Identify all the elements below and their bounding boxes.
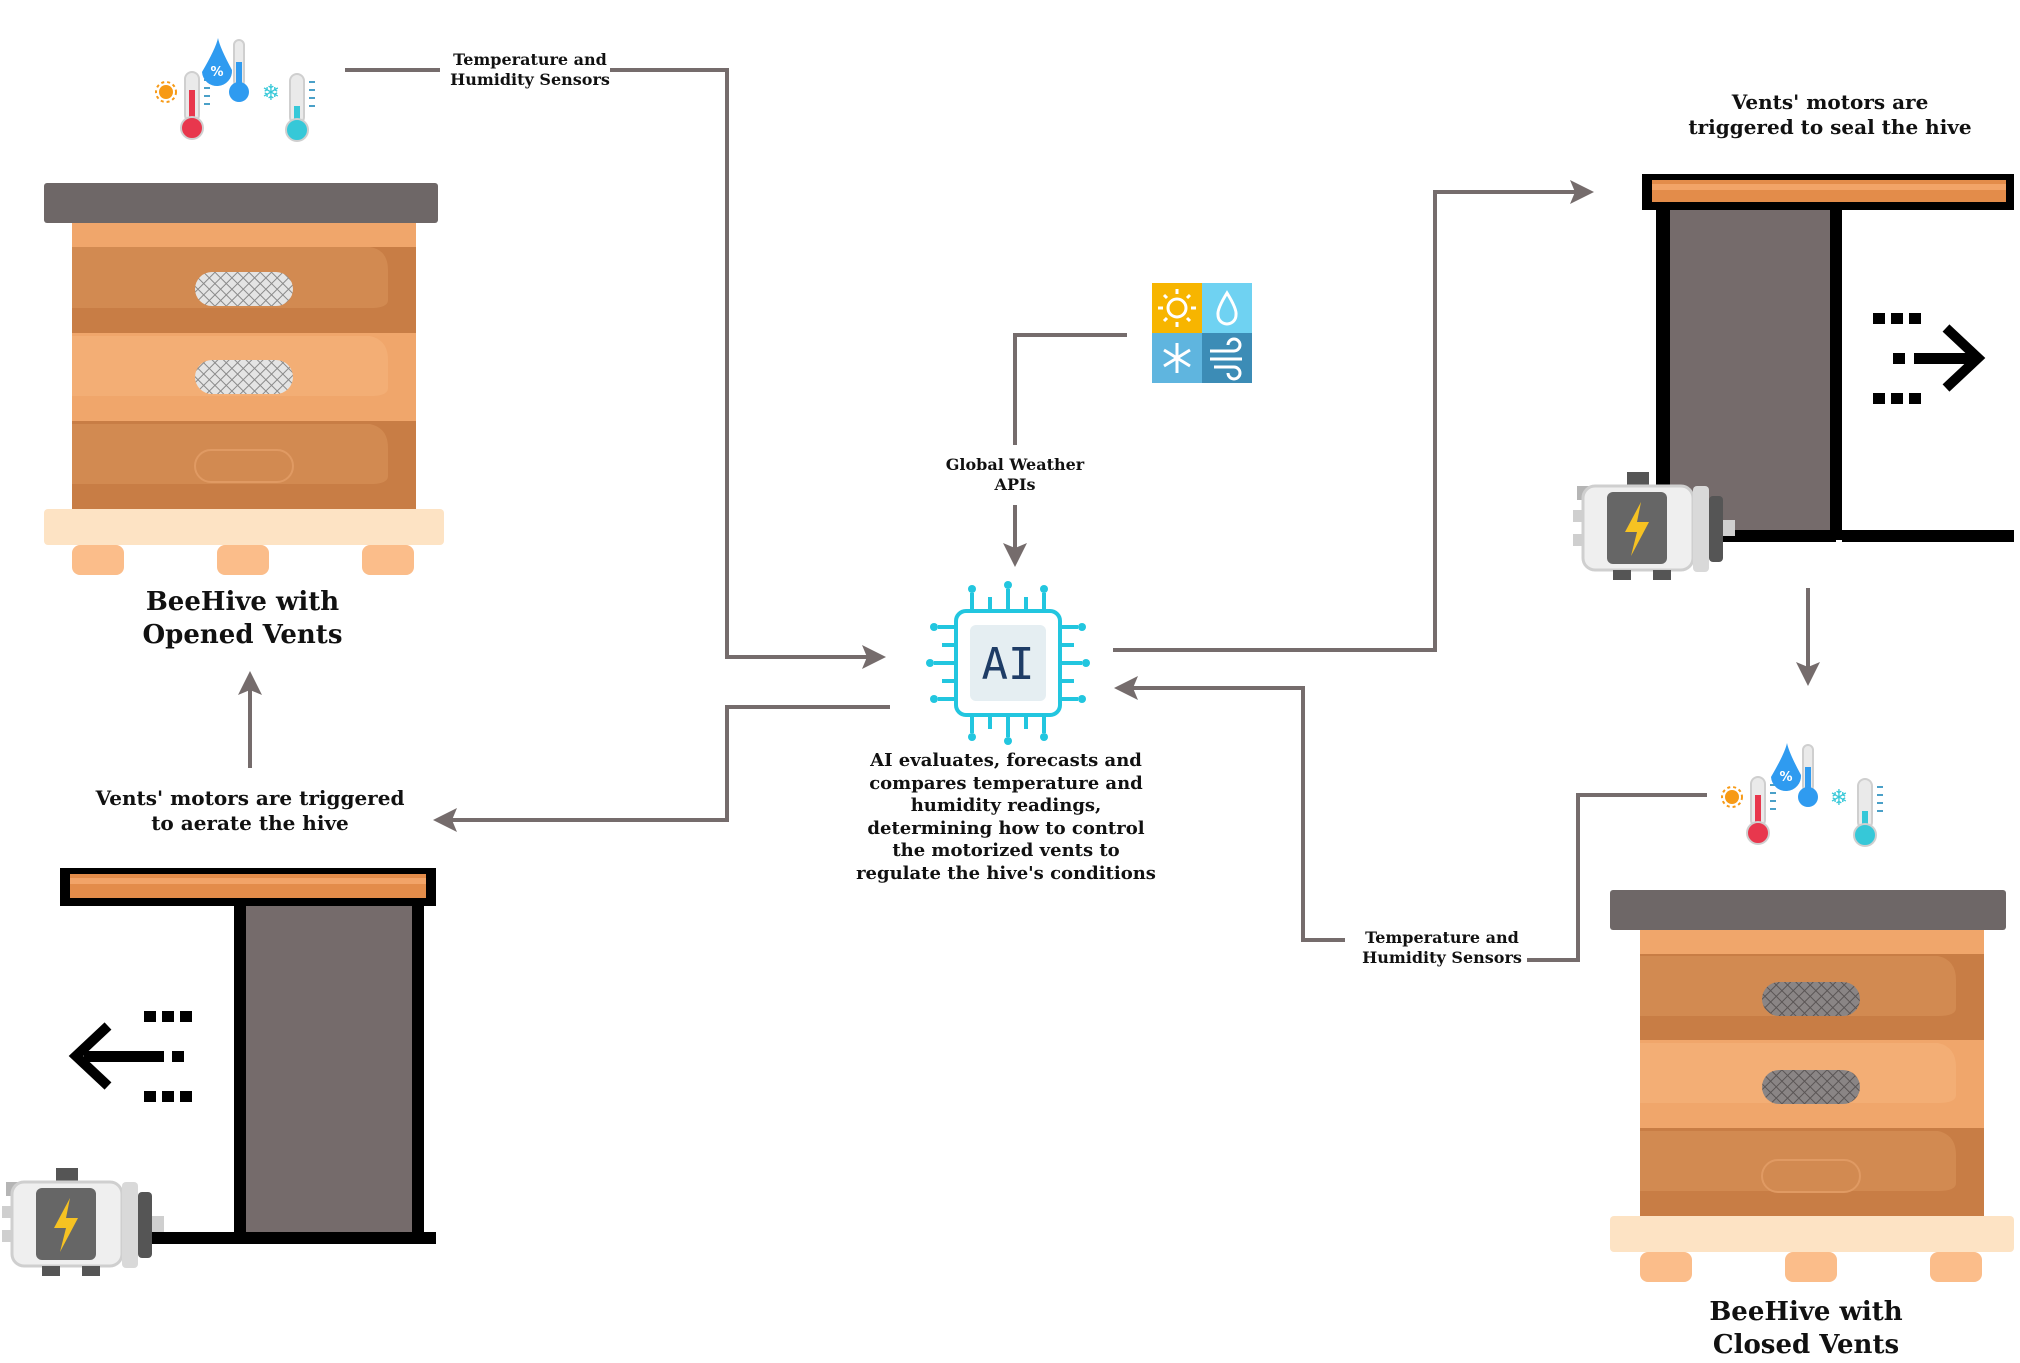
- sensors-top-label: Temperature and Humidity Sensors: [450, 50, 610, 89]
- humidity-drop-icon: [1770, 742, 1819, 808]
- sensors-bottom-label: Temperature and Humidity Sensors: [1362, 928, 1522, 967]
- arrow-weather-to-ai: [1013, 333, 1127, 445]
- connector-arrows: [238, 68, 1820, 962]
- hive-open-label: BeeHive with Opened Vents: [142, 587, 343, 650]
- sensors-bottom-icon-group: ❄: [1721, 742, 1884, 847]
- thermometer-sun-icon: [1721, 776, 1777, 845]
- svg-text:❄: ❄: [1830, 786, 1848, 811]
- weather-api-label: Global Weather APIs: [945, 455, 1085, 494]
- arrow-sensors-bottom-to-ai: [1527, 793, 1707, 962]
- airflow-arrow-icon-right: [1873, 313, 1986, 404]
- vent-panel-seal-illustration: [1571, 174, 2014, 582]
- thermometer-sun-icon: [155, 71, 211, 140]
- thermometer-snow-icon: ❄: [1830, 778, 1884, 847]
- hive-closed-illustration: [1610, 890, 2014, 1282]
- vent-mesh-open-2: [195, 360, 293, 394]
- arrow-ai-to-aerate: [433, 705, 890, 832]
- vent-slot-closed: [194, 449, 294, 483]
- svg-text:❄: ❄: [262, 81, 280, 106]
- arrow-sensors-top-to-ai-2: [610, 68, 886, 669]
- vent-panel-aerate-illustration: [0, 868, 436, 1278]
- motor-icon-left: [0, 1166, 166, 1278]
- sensors-top-icon-group: ❄: [155, 37, 316, 142]
- arrow-ai-to-seal: [1113, 180, 1594, 652]
- ai-description-label: AI evaluates, forecasts and compares tem…: [856, 750, 1156, 884]
- vent-slot: [1761, 1159, 1861, 1193]
- vent-mesh-closed-1: [1762, 982, 1860, 1016]
- hive-closed-label: BeeHive with Closed Vents: [1709, 1297, 1903, 1360]
- humidity-drop-icon: [201, 37, 250, 103]
- arrow-sensors-bottom-to-ai-2: [1114, 676, 1345, 942]
- thermometer-snow-icon: ❄: [262, 73, 316, 142]
- hive-open-illustration: [44, 183, 444, 575]
- ai-chip-icon: AI: [926, 581, 1090, 745]
- airflow-arrow-icon-left: [68, 1011, 192, 1102]
- seal-label: Vents' motors are triggered to seal the …: [1688, 90, 1972, 139]
- vent-mesh-open-1: [195, 272, 293, 306]
- vent-mesh-closed-2: [1762, 1070, 1860, 1104]
- aerate-label: Vents' motors are triggered to aerate th…: [95, 786, 405, 835]
- weather-icon: [1152, 283, 1252, 383]
- ai-chip-label: AI: [982, 639, 1035, 690]
